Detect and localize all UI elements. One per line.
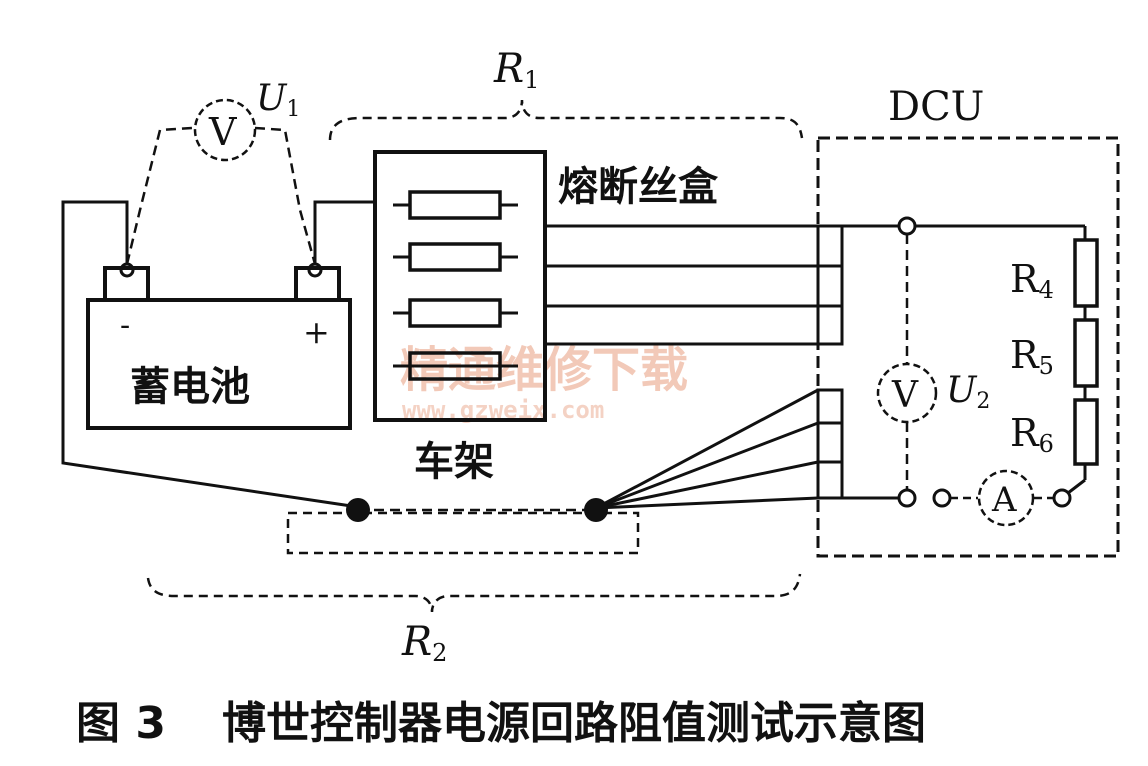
battery-terminal-positive — [294, 266, 341, 302]
voltmeter-u2: V U2 — [876, 234, 990, 490]
r1-label: R1 — [493, 46, 539, 94]
fuse-box: 熔断丝盒 — [373, 150, 719, 422]
ammeter: A — [950, 469, 1054, 527]
resistor-r6-label: R6 — [1010, 411, 1054, 458]
brace-r1: R1 — [328, 46, 804, 141]
dcu-outline — [816, 136, 1120, 558]
fuse — [393, 242, 518, 272]
frame-node-dcu — [584, 498, 608, 522]
dcu-test-point-bottom — [897, 488, 917, 508]
fuse — [393, 351, 518, 381]
fuse — [393, 298, 518, 328]
fuse-box-outline — [373, 150, 547, 422]
battery: - + 蓄电池 — [86, 262, 352, 430]
figure-caption: 图 3 博世控制器电源回路阻值测试示意图 — [76, 698, 926, 749]
voltmeter-u1-circle — [193, 98, 257, 162]
dcu-test-point-top — [897, 216, 917, 236]
battery-body — [86, 298, 352, 430]
brace-r2: R2 — [146, 573, 802, 667]
resistor-r4 — [1073, 238, 1099, 308]
figure-number: 图 3 — [76, 698, 166, 749]
resistor-chain: R4 R5 R6 — [1010, 226, 1099, 495]
resistor-r6 — [1073, 398, 1099, 466]
dcu-terminal-a-left — [932, 488, 952, 508]
frame: 车架 — [286, 439, 640, 555]
ammeter-circle — [977, 469, 1035, 527]
resistor-r5-label: R5 — [1010, 333, 1054, 380]
frame-outline — [286, 511, 640, 555]
resistor-r5 — [1073, 318, 1099, 388]
figure-title: 博世控制器电源回路阻值测试示意图 — [222, 698, 926, 749]
frame-node-battery — [346, 498, 370, 522]
resistor-r4-label: R4 — [1010, 257, 1054, 304]
voltmeter-u2-circle — [876, 362, 938, 424]
voltmeter-u1-symbol: V — [208, 110, 237, 154]
battery-terminal-negative — [103, 266, 150, 302]
wires — [61, 200, 819, 510]
voltmeter-u2-symbol: V — [891, 375, 919, 416]
battery-plus-sign: + — [303, 313, 330, 351]
ammeter-symbol: A — [991, 480, 1017, 520]
frame-label: 车架 — [414, 439, 494, 485]
r2-label: R2 — [401, 619, 447, 667]
u1-label: U1 — [256, 78, 300, 122]
voltmeter-u1: V U1 — [125, 78, 317, 265]
fuse — [393, 190, 518, 220]
battery-label: 蓄电池 — [130, 364, 250, 410]
dcu-connector-ground — [816, 388, 844, 500]
u2-label: U2 — [946, 370, 990, 414]
fuse-box-label: 熔断丝盒 — [558, 164, 719, 210]
battery-minus-sign: - — [120, 308, 130, 343]
dcu-connector-power — [816, 224, 844, 346]
dcu: DCU V U2 A — [816, 84, 1120, 558]
dcu-label: DCU — [888, 84, 984, 130]
